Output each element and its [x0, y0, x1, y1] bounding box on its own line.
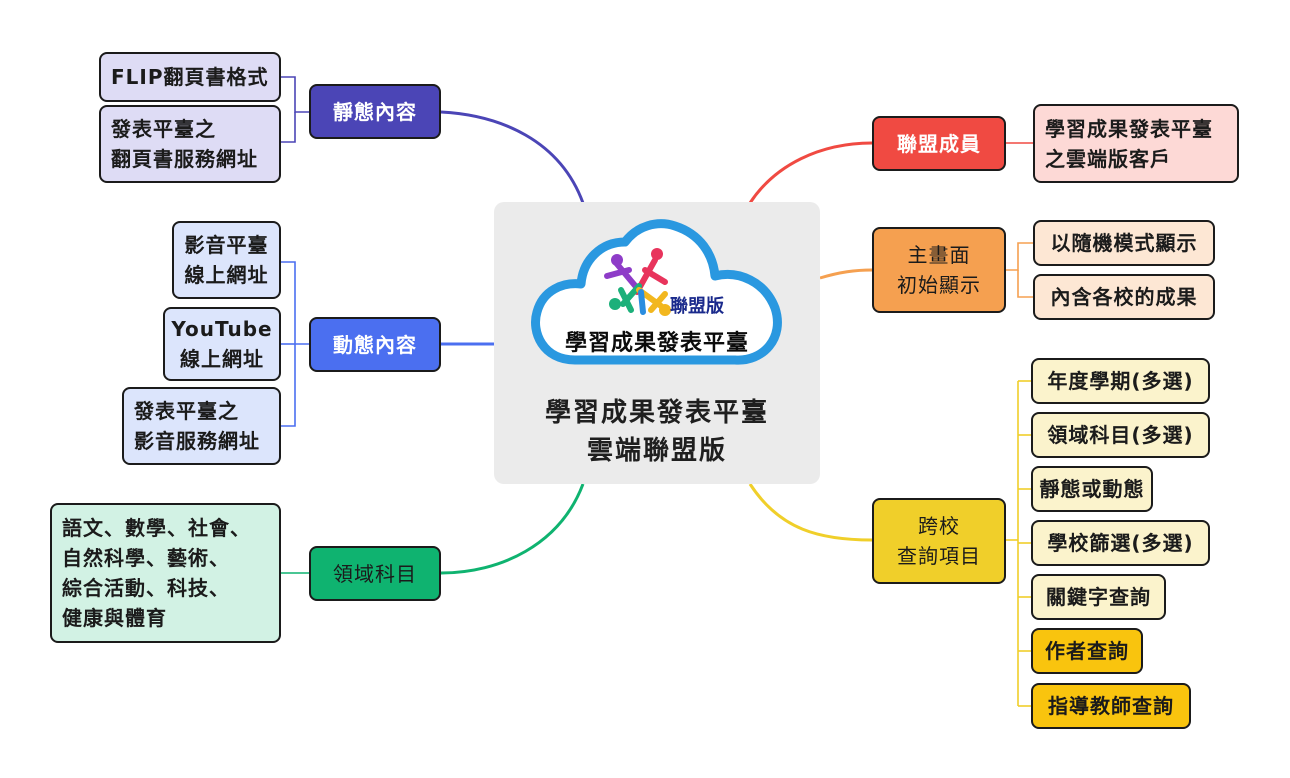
- leaf-query-keyword: 關鍵字查詢: [1031, 574, 1166, 620]
- branch-cross-school-query: 跨校 查詢項目: [872, 498, 1006, 584]
- branch-home-display: 主畫面 初始顯示: [872, 227, 1006, 313]
- leaf-query-subject: 領域科目(多選): [1031, 412, 1210, 458]
- leaf-query-advisor: 指導教師查詢: [1031, 683, 1191, 729]
- leaf-flip-url: 發表平臺之 翻頁書服務網址: [99, 105, 281, 183]
- link-center-query: [748, 483, 873, 542]
- cloud-logo-icon: [531, 219, 782, 365]
- leaf-video-platform-url: 影音平臺 線上網址: [172, 221, 281, 299]
- leaf-query-semester: 年度學期(多選): [1031, 358, 1210, 404]
- leaf-school-results: 內含各校的成果: [1033, 274, 1215, 320]
- link-center-home: [819, 268, 873, 280]
- leaf-query-static-dynamic: 靜態或動態: [1031, 466, 1153, 512]
- branch-domain-subjects: 領域科目: [309, 546, 441, 601]
- central-node: 聯盟版 學習成果發表平臺 學習成果發表平臺 雲端聯盟版: [494, 202, 820, 484]
- branch-static-content: 靜態內容: [309, 84, 441, 139]
- logo-title: 學習成果發表平臺: [564, 331, 749, 356]
- leaf-query-author: 作者查詢: [1031, 628, 1143, 674]
- branch-dynamic-content: 動態內容: [309, 317, 441, 372]
- leaf-query-school: 學校篩選(多選): [1031, 520, 1210, 566]
- link-center-domain: [440, 483, 585, 575]
- logo-badge: 聯盟版: [670, 296, 724, 317]
- link-center-static: [440, 110, 585, 204]
- link-center-members: [748, 141, 873, 204]
- leaf-cloud-clients: 學習成果發表平臺 之雲端版客戶: [1033, 104, 1239, 183]
- leaf-random-mode: 以隨機模式顯示: [1033, 220, 1215, 266]
- leaf-youtube-url: YouTube 線上網址: [163, 307, 281, 381]
- central-title: 學習成果發表平臺 雲端聯盟版: [544, 398, 769, 466]
- leaf-video-service-url: 發表平臺之 影音服務網址: [122, 387, 281, 465]
- leaf-domain-list: 語文、數學、社會、 自然科學、藝術、 綜合活動、科技、 健康與體育: [50, 503, 281, 643]
- leaf-flip-format: FLIP翻頁書格式: [99, 52, 281, 102]
- branch-alliance-members: 聯盟成員: [872, 116, 1006, 171]
